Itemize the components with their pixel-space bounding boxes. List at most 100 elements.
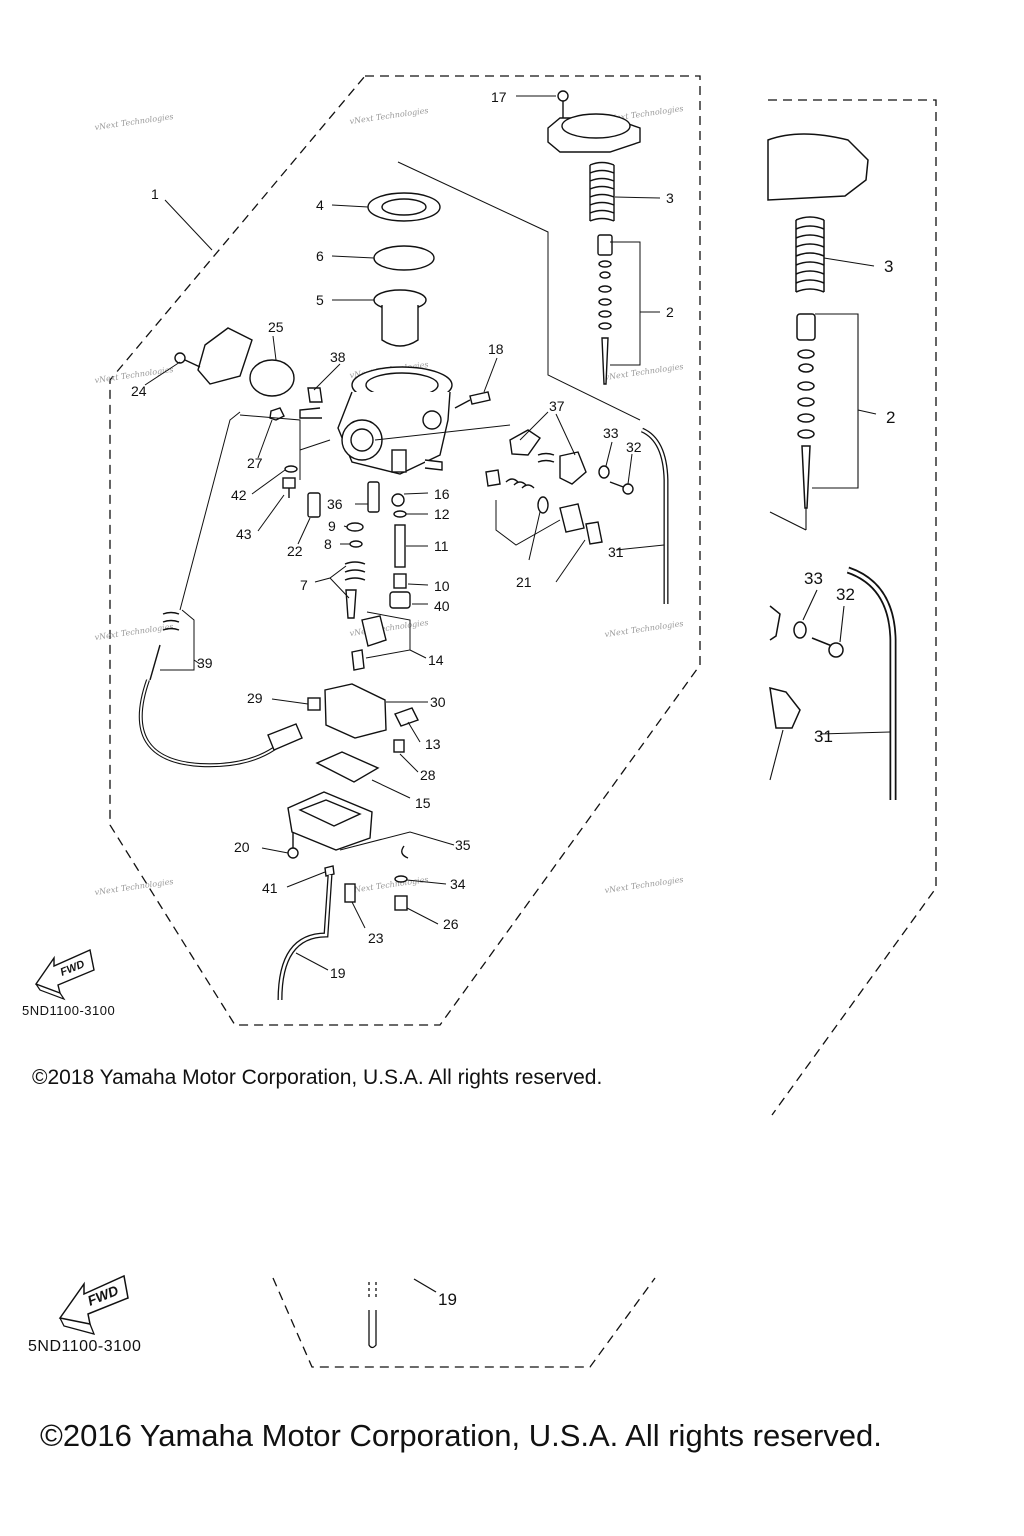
callout-4: 4 (316, 197, 324, 213)
part-needle-assembly-2 (597, 234, 613, 385)
callout-1: 1 (151, 186, 159, 202)
detail-callout-19: 19 (438, 1290, 457, 1309)
callouts-detail: 3 2 33 32 31 19 (438, 257, 895, 1309)
callout-43: 43 (236, 526, 252, 542)
callout-34: 34 (450, 876, 466, 892)
detail-callout-3: 3 (884, 257, 893, 276)
part-screw-28 (393, 739, 405, 753)
part-drain-23 (344, 883, 356, 903)
part-cable-39 (138, 611, 303, 768)
callout-37: 37 (549, 398, 565, 414)
callout-36: 36 (327, 496, 343, 512)
part-bolt-43 (282, 477, 296, 498)
callout-9: 9 (328, 518, 336, 534)
part-ring-33 (598, 465, 610, 479)
watermark-text: vNext Technologies (349, 618, 429, 638)
watermarks: vNext Technologies vNext Technologies vN… (94, 104, 684, 897)
part-12 (393, 510, 407, 518)
part-jet-36 (367, 481, 380, 513)
watermark-text: vNext Technologies (94, 877, 174, 897)
part-oring-6 (373, 245, 435, 271)
part-13 (394, 707, 419, 727)
part-washer-8 (349, 540, 363, 548)
part-needle-jet-11 (394, 524, 406, 568)
part-housing-30 (324, 683, 387, 739)
part-plate-37 (509, 429, 587, 485)
diagram-code: 5ND1100-3100 (28, 1338, 142, 1355)
part-16 (391, 493, 405, 507)
detail-boundary (768, 99, 937, 1116)
lower-boundary (272, 1277, 656, 1368)
watermark-text: vNext Technologies (604, 619, 684, 639)
callout-8: 8 (324, 536, 332, 552)
callout-33: 33 (603, 425, 619, 441)
callout-2: 2 (666, 304, 674, 320)
part-screw-18 (454, 391, 491, 409)
part-needle-valve-7 (344, 561, 366, 619)
detail-callout-31: 31 (814, 727, 833, 746)
callout-17: 17 (491, 89, 507, 105)
part-clip-35 (401, 845, 409, 859)
callout-40: 40 (434, 598, 450, 614)
diagram-code: 5ND1100-3100 (22, 1003, 116, 1018)
callout-3: 3 (666, 190, 674, 206)
callout-11: 11 (434, 538, 449, 554)
part-pilot-screw-21 (485, 469, 603, 545)
callout-39: 39 (197, 655, 213, 671)
callouts-main: 17 3 1 4 6 5 2 25 38 18 24 37 33 32 27 4… (131, 89, 674, 981)
callout-15: 15 (415, 795, 431, 811)
parts-detail (767, 133, 897, 800)
part-screw-20 (287, 832, 299, 859)
watermark-text: vNext Technologies (94, 365, 174, 385)
part-spring-3 (589, 161, 615, 222)
part-screw-32 (609, 481, 634, 495)
fwd-arrow-icon: FWD (34, 949, 95, 1001)
watermark-text: vNext Technologies (94, 112, 174, 132)
callout-21: 21 (516, 574, 532, 590)
callout-6: 6 (316, 248, 324, 264)
fwd-arrow-icon: FWD (58, 1274, 129, 1335)
copyright-text: ©2016 Yamaha Motor Corporation, U.S.A. A… (40, 1418, 882, 1453)
part-float-14 (351, 615, 387, 671)
watermark-text: vNext Technologies (94, 622, 174, 642)
callout-18: 18 (488, 341, 504, 357)
part-40 (389, 591, 411, 609)
leader-lines-detail (769, 257, 891, 781)
callout-26: 26 (443, 916, 459, 932)
callout-29: 29 (247, 690, 263, 706)
callout-27: 27 (247, 455, 263, 471)
part-washer-34 (394, 875, 408, 883)
part-screw-29 (307, 697, 321, 711)
part-diaphragm-4 (367, 192, 441, 222)
part-float-bowl (287, 791, 373, 851)
part-jet-10 (393, 573, 407, 589)
callout-28: 28 (420, 767, 436, 783)
callout-14: 14 (428, 652, 444, 668)
callout-7: 7 (300, 577, 308, 593)
part-oring-9 (346, 522, 364, 532)
part-carb-body (299, 366, 453, 475)
callout-42: 42 (231, 487, 247, 503)
callout-38: 38 (330, 349, 346, 365)
watermark-text: vNext Technologies (349, 875, 429, 895)
leader-lines-main (144, 95, 665, 971)
callout-23: 23 (368, 930, 384, 946)
part-top-cover (547, 113, 641, 153)
callout-20: 20 (234, 839, 250, 855)
callout-24: 24 (131, 383, 147, 399)
watermark-text: vNext Technologies (349, 106, 429, 126)
part-screw-17 (557, 90, 569, 118)
part-gasket-15 (315, 751, 380, 783)
main-boundary (109, 75, 701, 1026)
part-washer-42 (284, 465, 298, 473)
callout-41: 41 (262, 880, 278, 896)
part-slide-5 (373, 289, 427, 347)
detail-callout-32: 32 (836, 585, 855, 604)
parts-lower (368, 1278, 437, 1349)
part-screw-24 (174, 352, 201, 368)
part-fitting-38 (307, 387, 323, 403)
detail-callout-33: 33 (804, 569, 823, 588)
callout-13: 13 (425, 736, 441, 752)
callout-25: 25 (268, 319, 284, 335)
part-jet-22 (307, 492, 321, 518)
